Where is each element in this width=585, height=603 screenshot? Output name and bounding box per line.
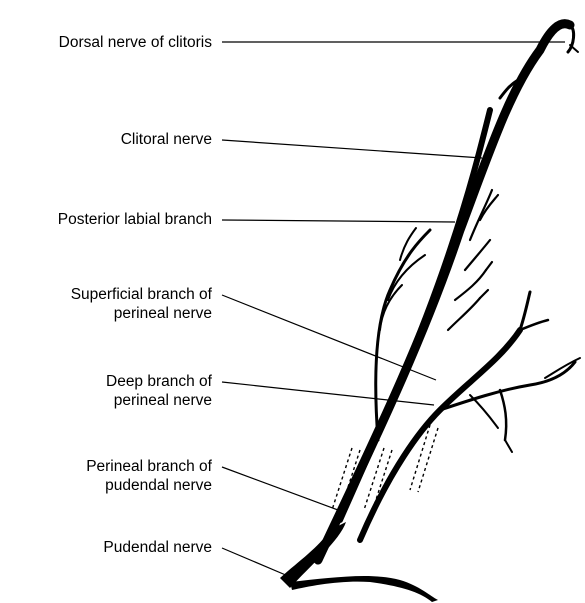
- label-dorsal-nerve-line1: Dorsal nerve of clitoris: [59, 33, 212, 52]
- label-perineal-branch-line1: Perineal branch of: [86, 457, 212, 476]
- leader-superficial-branch: [222, 295, 436, 380]
- label-perineal-branch: Perineal branch of pudendal nerve: [86, 457, 212, 495]
- leader-lines: [222, 42, 565, 576]
- label-pudendal-nerve: Pudendal nerve: [103, 538, 212, 557]
- label-posterior-labial: Posterior labial branch: [58, 210, 212, 229]
- leader-clitoral-nerve: [222, 140, 482, 158]
- label-deep-branch: Deep branch of perineal nerve: [106, 372, 212, 410]
- posterior-labial-branches: [448, 190, 498, 330]
- label-perineal-branch-line2: pudendal nerve: [86, 476, 212, 495]
- deep-branch-path: [360, 292, 580, 540]
- label-clitoral-nerve-line1: Clitoral nerve: [121, 130, 212, 149]
- leader-posterior-labial: [222, 220, 455, 222]
- label-clitoral-nerve: Clitoral nerve: [121, 130, 212, 149]
- label-posterior-labial-line1: Posterior labial branch: [58, 210, 212, 229]
- label-superficial-branch: Superficial branch of perineal nerve: [71, 285, 212, 323]
- label-dorsal-nerve: Dorsal nerve of clitoris: [59, 33, 212, 52]
- label-deep-branch-line1: Deep branch of: [106, 372, 212, 391]
- label-superficial-branch-line1: Superficial branch of: [71, 285, 212, 304]
- label-pudendal-nerve-line1: Pudendal nerve: [103, 538, 212, 557]
- label-deep-branch-line2: perineal nerve: [106, 391, 212, 410]
- pudendal-nerve-trunk: [280, 522, 438, 602]
- leader-perineal-branch: [222, 467, 338, 510]
- leader-pudendal-nerve: [222, 548, 288, 576]
- label-superficial-branch-line2: perineal nerve: [71, 304, 212, 323]
